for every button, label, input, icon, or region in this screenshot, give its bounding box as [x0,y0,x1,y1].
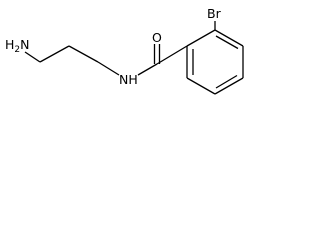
ring-bond-1 [186,29,216,47]
ring-double-bond-1 [215,35,239,50]
bond-c3-nh [97,61,120,76]
bond-c1-c2 [39,45,70,63]
ring-double-bond-2 [215,74,238,89]
bond-c2-c3 [68,45,99,63]
chemical-structure-diagram: H2N NH O Br [5,6,244,95]
amine-label: H2N [5,37,30,55]
ring-bond-5 [186,77,216,95]
ring-bond-2 [214,29,244,47]
bromine-label: Br [207,6,222,21]
amine-label-n: N [20,37,29,52]
carbonyl-oxygen-label: O [152,30,162,45]
ring-bond-4 [214,77,244,95]
amine-label-subscript: 2 [14,45,20,55]
bond-carbonyl-ring [156,45,188,65]
amide-nh-label: NH [119,72,138,87]
bond-nh-carbonyl [137,63,158,76]
amine-label-h: H [5,37,14,52]
bond-n-c1 [24,51,41,63]
